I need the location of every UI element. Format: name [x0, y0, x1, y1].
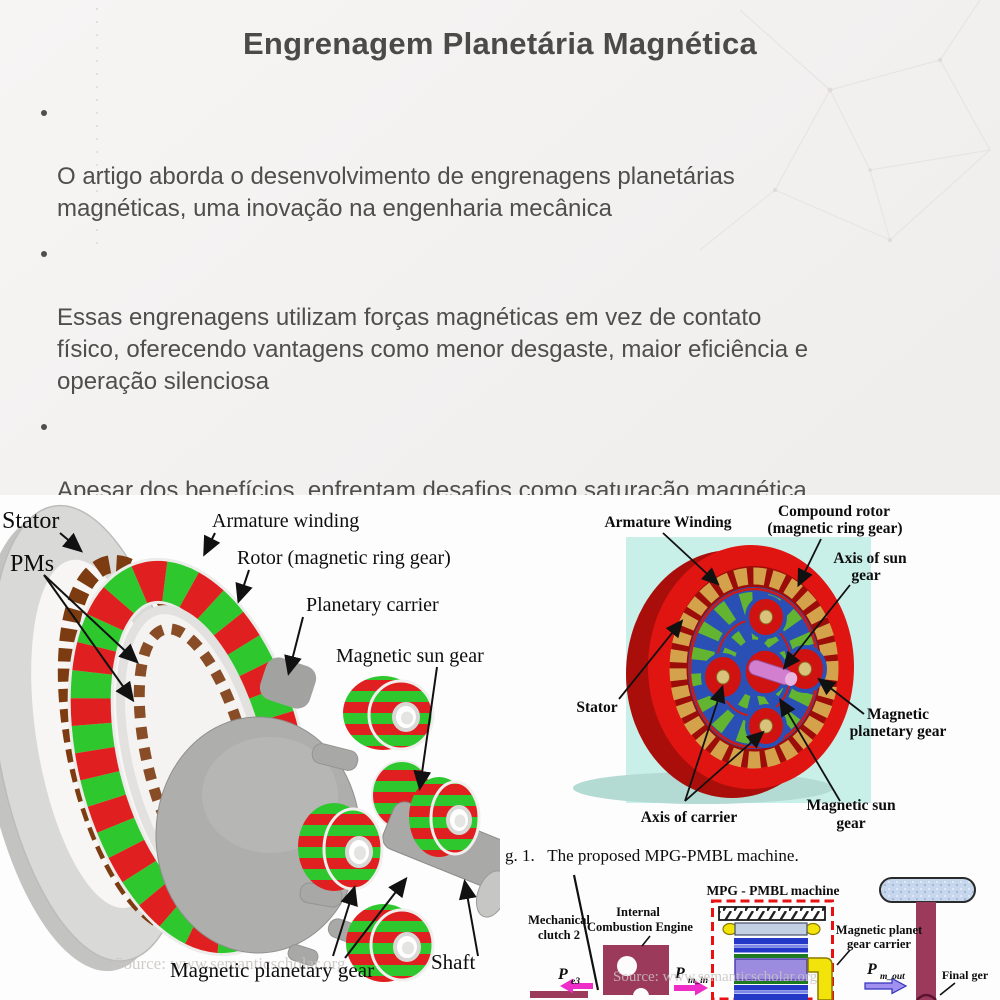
label-pms: PMs: [10, 551, 54, 577]
figure-caption: g. 1. The proposed MPG-PMBL machine.: [505, 846, 799, 865]
planet-gear: [409, 777, 481, 857]
label-magnetic-planetary-gear: Magnetic planetary gear: [170, 958, 374, 982]
mpg-pmbl-dashed-box: [711, 899, 834, 1000]
watermark-text: Source: www.semanticscholar.org: [114, 954, 346, 973]
label-stator: Stator: [576, 699, 617, 716]
engine-notch: [633, 988, 649, 1000]
label-gear-carrier: Magnetic planet: [836, 923, 923, 937]
label-engine: Internal: [616, 905, 660, 919]
figure-right-image: Armature Winding Compound rotor (magneti…: [505, 503, 989, 1000]
label-mechanical-clutch: Mechanical: [528, 913, 590, 927]
label-armature-winding: Armature winding: [212, 510, 359, 532]
label-rotor: Rotor (magnetic ring gear): [237, 547, 451, 569]
bullet-marker: [41, 251, 47, 257]
label-p-m-out: P: [866, 961, 877, 978]
p-m-in-arrow: [674, 980, 708, 996]
mpg-machine-view: [573, 537, 871, 804]
label-magnetic-sun-gear: Magnetic sun gear: [336, 645, 484, 667]
final-gear-head: [879, 877, 976, 903]
label-p-m-in: P: [674, 965, 685, 982]
list-item: Essas engrenagens utilizam forças magnét…: [40, 238, 950, 398]
label-p-e3: P: [557, 966, 568, 983]
label-magnetic-planetary-gear: Magnetic: [867, 706, 929, 723]
figure-strip: Source: www.semanticscholar.org Stator P…: [0, 495, 1000, 1000]
bullet-marker: [41, 110, 47, 116]
label-stator: Stator: [2, 508, 59, 534]
sun-gear-axis: [748, 659, 798, 686]
rotor-slab: [734, 958, 808, 981]
label-axis-of-sun-gear: Axis of sun: [833, 550, 907, 567]
clutch-symbol: [572, 874, 600, 991]
figure-left-annotations: [43, 532, 479, 959]
label-p-m-in-sub: m_in: [688, 976, 708, 986]
label-p-m-out-sub: m_out: [880, 972, 905, 982]
label-magnetic-sun-gear: gear: [836, 815, 865, 832]
armature-slab: [734, 922, 808, 936]
label-final-gear: Final ger: [942, 968, 989, 982]
label-armature-winding: Armature Winding: [604, 514, 731, 531]
label-gear-carrier: gear carrier: [847, 937, 911, 951]
planetary-carrier: [155, 657, 370, 966]
figure-left-image: Source: www.semanticscholar.org Stator P…: [0, 504, 500, 982]
label-engine: Combustion Engine: [587, 920, 693, 934]
magnetic-planet-gears: [298, 676, 481, 982]
p-e3-arrow: [560, 978, 593, 994]
label-planetary-carrier: Planetary carrier: [306, 594, 439, 616]
label-mechanical-clutch: clutch 2: [538, 928, 580, 942]
engine-port: [617, 956, 637, 976]
stator-hatched-bar: [718, 906, 826, 921]
label-shaft: Shaft: [431, 950, 475, 974]
gear-carrier-yellow: [807, 957, 833, 1000]
planet-gear: [343, 676, 435, 751]
diagram-title: MPG - PMBL machine: [706, 883, 839, 898]
label-axis-of-carrier: Axis of carrier: [641, 809, 738, 826]
label-compound-rotor: (magnetic ring gear): [767, 520, 902, 537]
bullet-text: O artigo aborda o desenvolvimento de eng…: [57, 163, 735, 222]
input-shaft-bar: [530, 991, 588, 998]
label-axis-of-sun-gear: gear: [851, 567, 880, 584]
bullet-marker: [41, 424, 47, 430]
label-p-e3-sub: e3: [571, 977, 580, 987]
watermark-text: Source: www.semanticscholar.org: [613, 969, 818, 985]
figure-right-annotations: [618, 532, 865, 802]
final-gear-bar: [916, 902, 936, 1000]
planet-gear: [298, 803, 384, 891]
power-flow-diagram: [530, 874, 976, 1000]
label-magnetic-planetary-gear: planetary gear: [850, 723, 947, 740]
list-item: O artigo aborda o desenvolvimento de eng…: [40, 97, 950, 225]
label-compound-rotor: Compound rotor: [778, 503, 890, 520]
label-magnetic-sun-gear: Magnetic sun: [806, 797, 896, 814]
planet-gear: [346, 904, 435, 982]
p-m-out-arrow: [864, 977, 908, 995]
bullet-text: Essas engrenagens utilizam forças magnét…: [57, 304, 809, 395]
page-title: Engrenagem Planetária Magnética: [242, 26, 758, 61]
